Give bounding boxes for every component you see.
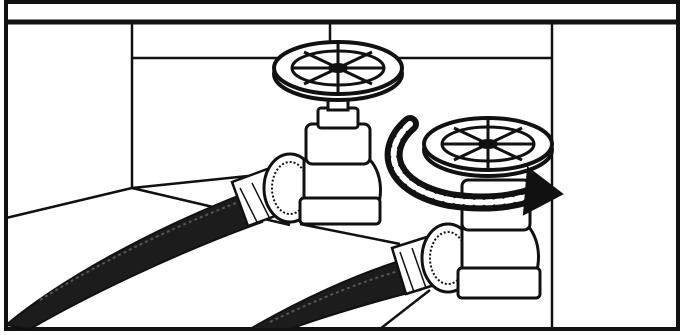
left-handwheel-icon bbox=[274, 42, 402, 100]
right-handwheel-icon bbox=[424, 118, 552, 176]
